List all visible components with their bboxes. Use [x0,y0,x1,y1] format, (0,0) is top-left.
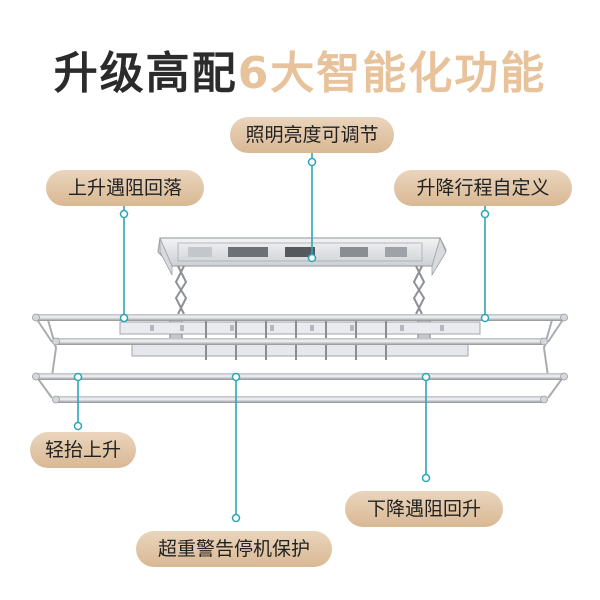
title-highlight: 6大智能化功能 [237,48,547,99]
feature-custom-travel: 升降行程自定义 [394,170,572,206]
lamp-bar [119,318,481,360]
scissor-arms [174,265,426,315]
feature-descent-obstacle-rebound: 下降遇阻回升 [345,491,503,527]
page-title: 升级高配6大智能化功能 [0,46,600,102]
feature-brightness-adjust: 照明亮度可调节 [230,117,394,153]
pointer-lines [73,148,490,523]
motor-housing [157,236,447,277]
hanging-rods [32,313,568,404]
feature-overweight-alarm-stop: 超重警告停机保护 [136,531,332,567]
feature-rise-obstacle-fallback: 上升遇阻回落 [46,170,204,206]
feature-light-lift-rise: 轻抬上升 [30,432,136,468]
title-main: 升级高配 [53,48,238,99]
